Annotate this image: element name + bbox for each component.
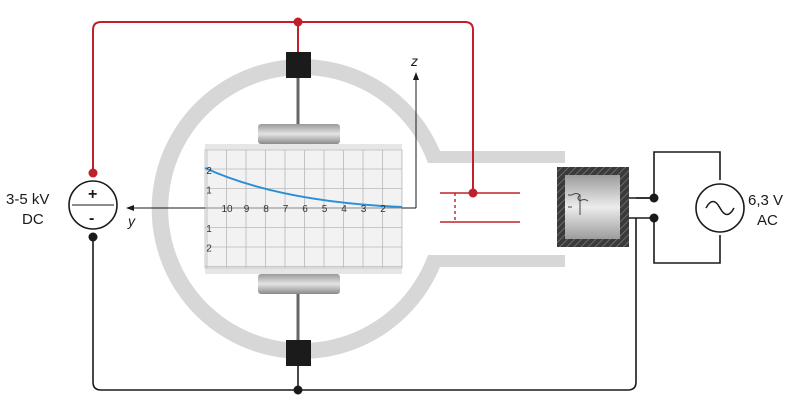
dc-plus-sign: + bbox=[88, 186, 97, 203]
ac-voltage-label: 6,3 V bbox=[748, 192, 783, 209]
heater-terminal-upper bbox=[649, 193, 659, 203]
lower-deflection-plate bbox=[258, 274, 340, 294]
screen-z-tick-label: 2 bbox=[206, 244, 212, 255]
screen-z-tick-label: 1 bbox=[206, 186, 212, 197]
dc-voltage-label: 3-5 kV bbox=[6, 191, 49, 208]
screen-x-tick-label: 6 bbox=[302, 204, 308, 215]
ac-sine-icon bbox=[705, 200, 735, 216]
junction-dot-dc-plus bbox=[88, 168, 98, 178]
heater-terminal-lower bbox=[649, 213, 659, 223]
junction-dot-dc-minus bbox=[88, 232, 98, 242]
ac-source bbox=[695, 183, 745, 233]
ac-type-label: AC bbox=[757, 212, 778, 229]
screen-x-tick-label: 7 bbox=[283, 204, 289, 215]
electron-beam-trace bbox=[204, 167, 403, 208]
screen-x-tick-label: 4 bbox=[341, 204, 347, 215]
anode-junction-dot bbox=[468, 188, 478, 198]
anode bbox=[440, 192, 520, 223]
coordinate-axes bbox=[126, 72, 419, 211]
screen-x-tick-label: 5 bbox=[322, 204, 328, 215]
dc-type-label: DC bbox=[22, 211, 44, 228]
screen-x-tick-label: 8 bbox=[263, 204, 269, 215]
junction-dot-bottom bbox=[293, 385, 303, 395]
screen-x-tick-label: 3 bbox=[361, 204, 367, 215]
heater-filament bbox=[568, 193, 589, 215]
plate-connectors bbox=[286, 52, 311, 366]
screen-x-tick-label: 10 bbox=[221, 204, 233, 215]
screen-z-tick-label: 1 bbox=[206, 224, 212, 235]
junction-dot-top bbox=[293, 17, 303, 27]
cathode-housing bbox=[557, 167, 629, 247]
screen-z-tick-label: 2 bbox=[206, 166, 212, 177]
y-axis-label: y bbox=[127, 213, 136, 229]
red-wires bbox=[92, 21, 474, 193]
screen-x-tick-label: 9 bbox=[244, 204, 250, 215]
screen-x-tick-label: 2 bbox=[380, 204, 386, 215]
fluorescent-screen: 10 9 8 7 6 5 4 3 2 2 1 1 2 bbox=[204, 144, 403, 274]
lower-connector bbox=[286, 340, 311, 366]
z-axis-label: z bbox=[410, 53, 418, 69]
dc-source: + - bbox=[68, 180, 118, 230]
upper-connector bbox=[286, 52, 311, 78]
dc-minus-sign: - bbox=[89, 210, 94, 227]
upper-deflection-plate bbox=[258, 124, 340, 144]
